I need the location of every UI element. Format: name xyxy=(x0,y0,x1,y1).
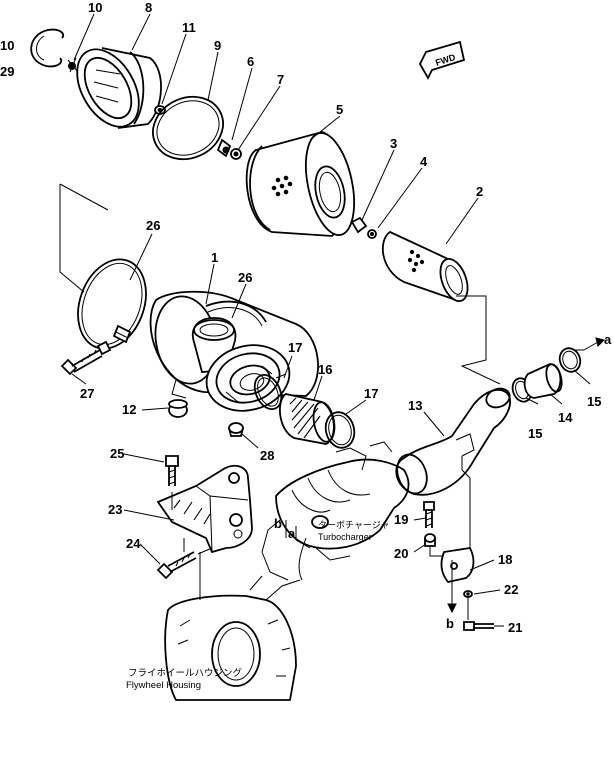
callout-22: 22 xyxy=(504,582,518,597)
callout-10-edge: 10 xyxy=(0,38,14,53)
end-cap-part xyxy=(76,47,162,129)
flywheel-housing-label: Flywheel Housing xyxy=(126,680,201,691)
hose-clamp-lower-part xyxy=(324,411,356,449)
plate-bolt-lower-part xyxy=(463,621,494,631)
callout-15-left: 15 xyxy=(528,426,542,441)
bolt-part xyxy=(60,340,112,376)
callout-26-left: 26 xyxy=(146,218,160,233)
washer-small-part xyxy=(367,229,377,239)
band-clamp-part xyxy=(77,258,147,350)
elbow-pipe-part xyxy=(395,387,511,496)
callout-24: 24 xyxy=(126,536,141,551)
hose-clamp-upper-part xyxy=(253,373,287,410)
plate-washer-part xyxy=(424,533,436,547)
callout-2: 2 xyxy=(476,184,483,199)
callout-labels: 10 8 11 9 6 7 5 3 4 2 26 1 26 17 16 17 1… xyxy=(0,0,612,635)
turbocharger-label-jp: ターボチャージャ xyxy=(318,520,389,530)
short-hose-part xyxy=(523,363,563,399)
inner-filter-element-part xyxy=(382,230,469,302)
nut-part xyxy=(350,216,368,234)
callout-26-right: 26 xyxy=(238,270,252,285)
hose-clamp-right-b-part xyxy=(558,347,584,373)
callout-13: 13 xyxy=(408,398,422,413)
filter-dots xyxy=(271,175,293,197)
callout-19: 19 xyxy=(394,512,408,527)
body-band-part xyxy=(205,300,267,327)
callout-1: 1 xyxy=(211,250,218,265)
callout-21: 21 xyxy=(508,620,522,635)
turbocharger-label: Turbocharger xyxy=(318,532,372,542)
rubber-cap-part xyxy=(168,399,188,418)
lower-washer-part xyxy=(463,590,473,598)
callout-17-upper: 17 xyxy=(288,340,302,355)
callout-23: 23 xyxy=(108,502,122,517)
callout-15-right: 15 xyxy=(587,394,601,409)
callout-a-turbo: a xyxy=(288,526,296,541)
clamp-ring-part xyxy=(30,28,79,73)
turbocharger-caption: ターボチャージャ Turbocharger xyxy=(318,520,389,542)
rubber-hose-part xyxy=(279,393,336,445)
callout-18: 18 xyxy=(498,552,512,567)
callout-28: 28 xyxy=(260,448,274,463)
callout-9: 9 xyxy=(214,38,221,53)
support-plate-part xyxy=(440,547,475,584)
plate-bolt-upper-part xyxy=(423,501,435,528)
outer-filter-element-part xyxy=(245,131,355,237)
callout-4: 4 xyxy=(420,154,428,169)
air-cleaner-body-part xyxy=(149,290,319,412)
bracket-bolt-side-part xyxy=(156,551,197,580)
callout-16: 16 xyxy=(318,362,332,377)
washer-part xyxy=(230,148,242,160)
callout-5: 5 xyxy=(336,102,343,117)
flywheel-housing-caption: フライホイールハウジング Flywheel Housing xyxy=(126,667,243,691)
plug-part xyxy=(228,422,244,437)
callout-11: 11 xyxy=(182,20,196,35)
callout-b-lower: b xyxy=(446,616,454,631)
callout-7: 7 xyxy=(277,72,284,87)
callout-27: 27 xyxy=(80,386,94,401)
callout-14: 14 xyxy=(558,410,573,425)
callout-10: 10 xyxy=(88,0,102,15)
callout-3: 3 xyxy=(390,136,397,151)
inner-filter-dots xyxy=(407,249,425,273)
callout-6: 6 xyxy=(247,54,254,69)
callout-12: 12 xyxy=(122,402,136,417)
gasket-ring-part xyxy=(152,95,224,161)
flywheel-housing-label-jp: フライホイールハウジング xyxy=(128,667,243,679)
turbocharger-part xyxy=(261,441,410,581)
mounting-bracket-part xyxy=(156,464,253,554)
callout-17-lower: 17 xyxy=(364,386,378,401)
bracket-bolt-top-part xyxy=(165,455,179,486)
callout-25: 25 xyxy=(110,446,124,461)
callout-a-right: a xyxy=(604,332,612,347)
fwd-direction-mark: FWD xyxy=(418,40,466,80)
callout-8: 8 xyxy=(145,0,152,15)
callout-20: 20 xyxy=(394,546,408,561)
callout-b-turbo: b xyxy=(274,516,282,531)
wing-nut-part xyxy=(216,138,232,158)
callout-29: 29 xyxy=(0,64,14,79)
leader-lines xyxy=(71,13,591,627)
flywheel-housing-part xyxy=(164,575,301,701)
